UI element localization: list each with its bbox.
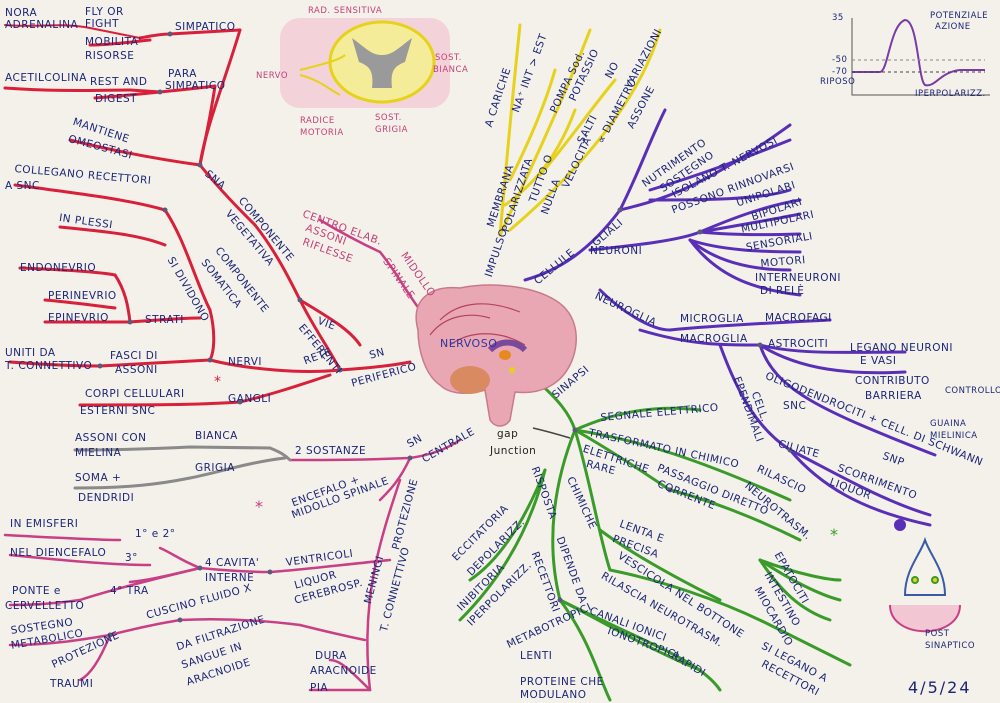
macroglia-label: MACROGLIA bbox=[680, 333, 748, 345]
dendridi-label: DENDRIDI bbox=[78, 492, 135, 504]
sost-bianca-1: SOST. bbox=[435, 53, 462, 63]
gap-label: gap bbox=[497, 428, 519, 440]
endonevrio-label: ENDONEVRIO bbox=[20, 262, 97, 274]
potenziale-label: POTENZIALE bbox=[930, 11, 988, 21]
digest-label: DIGEST bbox=[95, 93, 138, 105]
tick-35: 35 bbox=[832, 13, 844, 23]
nervi-label: NERVI bbox=[228, 356, 262, 368]
contributo-label: CONTRIBUTO bbox=[855, 375, 930, 387]
action-potential-chart bbox=[851, 18, 990, 96]
lenti-label: LENTI bbox=[520, 650, 553, 662]
ponte-label: PONTE e bbox=[12, 585, 61, 597]
gangli-label: GANGLI bbox=[228, 393, 272, 405]
svg-text:*: * bbox=[255, 497, 263, 516]
pia-label: PIA bbox=[310, 682, 329, 694]
di-rele-label: DI RELÈ bbox=[760, 285, 805, 297]
fasci-di-label: FASCI DI bbox=[110, 350, 158, 362]
mielina-label: MIELINA bbox=[75, 447, 122, 459]
junction-label: Junction bbox=[490, 445, 537, 457]
simpatico-label: SIMPATICO bbox=[175, 21, 236, 33]
guaina-label: GUAINA bbox=[930, 419, 967, 429]
synapse-drawing bbox=[889, 519, 961, 633]
epinevrio-label: EPINEVRIO bbox=[48, 312, 109, 324]
riposo-label: RIPOSO bbox=[820, 77, 856, 87]
date-label: 4/5/24 bbox=[908, 678, 972, 697]
bianca-label: BIANCA bbox=[195, 430, 238, 442]
snc-label: SNC bbox=[783, 400, 807, 412]
fight-label: FIGHT bbox=[85, 18, 120, 30]
para-label: PARA bbox=[168, 68, 197, 80]
svg-text:*: * bbox=[830, 525, 838, 544]
traumi-label: TRAUMI bbox=[50, 678, 94, 690]
nora-label: NORA bbox=[5, 7, 38, 19]
in-emisferi-label: IN EMISFERI bbox=[10, 518, 79, 530]
interneuroni-label: INTERNEURONI bbox=[755, 272, 841, 284]
soma-label: SOMA + bbox=[75, 472, 122, 484]
brain-illustration bbox=[415, 284, 577, 427]
sost-grigia-2: GRIGIA bbox=[375, 125, 408, 135]
microglia-label: MICROGLIA bbox=[680, 313, 744, 325]
neuroni-label: NEURONI bbox=[590, 245, 643, 257]
e-vasi-label: E VASI bbox=[860, 355, 897, 367]
sinaptico-label: SINAPTICO bbox=[925, 641, 976, 651]
uniti-da-label: UNITI DA bbox=[5, 347, 56, 359]
center-label: NERVOSO bbox=[440, 337, 498, 350]
aracnoide2-label: ARACNOIDE bbox=[310, 665, 377, 677]
a-snc-label: A SNC bbox=[5, 180, 40, 192]
connettivo-label: T. CONNETTIVO bbox=[5, 360, 93, 372]
corpi-label: CORPI CELLULARI bbox=[85, 388, 185, 400]
acetilcolina-label: ACETILCOLINA bbox=[5, 72, 87, 84]
macrofagi-label: MACROFAGI bbox=[765, 312, 832, 324]
tick-minus-50: -50 bbox=[832, 55, 848, 65]
astrociti-label: ASTROCITI bbox=[768, 338, 829, 350]
motoria-label: MOTORIA bbox=[300, 128, 344, 138]
proteine-label: PROTEINE CHE bbox=[520, 676, 604, 688]
dura-label: DURA bbox=[315, 650, 347, 662]
fly-or-label: FLY OR bbox=[85, 6, 124, 18]
svg-text:*: * bbox=[214, 374, 221, 390]
radice-label: RADICE bbox=[300, 116, 335, 126]
mielinica-label: MIELINICA bbox=[930, 431, 978, 441]
iperpolarizz-label: IPERPOLARIZZ. bbox=[915, 89, 986, 99]
assoni-con-label: ASSONI CON bbox=[75, 432, 147, 444]
azione-label: AZIONE bbox=[935, 22, 971, 32]
rad-sensitiva-label: RAD. SENSITIVA bbox=[308, 6, 383, 16]
perinevrio-label: PERINEVRIO bbox=[48, 290, 117, 302]
post-label: POST bbox=[925, 629, 950, 639]
sost-bianca-2: BIANCA bbox=[433, 65, 469, 75]
sost-grigia-1: SOST. bbox=[375, 113, 402, 123]
modulano-label: MODULANO bbox=[520, 689, 587, 701]
strati-label: STRATI bbox=[145, 314, 184, 326]
quarto-tra-label: 4° TRA bbox=[110, 585, 149, 597]
adrenalina-label: ADRENALINA bbox=[5, 19, 79, 31]
mobilita-label: MOBILITA' bbox=[85, 36, 142, 48]
diencefalo-label: NEL DIENCEFALO bbox=[10, 547, 107, 559]
risorse-label: RISORSE bbox=[85, 50, 135, 62]
tick-minus-70: -70 bbox=[832, 67, 848, 77]
quattro-cavita-label: 4 CAVITA' bbox=[205, 557, 260, 569]
nervo-label: NERVO bbox=[256, 71, 289, 81]
assoni-label: ASSONI bbox=[115, 364, 158, 376]
legano-label: LEGANO NEURONI bbox=[850, 342, 953, 354]
controllo-label: CONTROLLO bbox=[945, 386, 1000, 396]
esterni-label: ESTERNI SNC bbox=[80, 405, 156, 417]
spinal-cord-sketch bbox=[280, 18, 450, 108]
primo-secondo-label: 1° e 2° bbox=[135, 528, 176, 540]
barriera-label: BARRIERA bbox=[865, 390, 922, 402]
cervelletto-label: CERVELLETTO bbox=[5, 600, 85, 612]
simpatico2-label: SIMPATICO bbox=[165, 80, 226, 92]
interne-label: INTERNE bbox=[205, 572, 255, 584]
grigia-label: GRIGIA bbox=[195, 462, 235, 474]
sostanze-label: 2 SOSTANZE bbox=[295, 445, 367, 457]
terzo-label: 3° bbox=[125, 552, 138, 564]
rest-and-label: REST AND bbox=[90, 76, 148, 88]
